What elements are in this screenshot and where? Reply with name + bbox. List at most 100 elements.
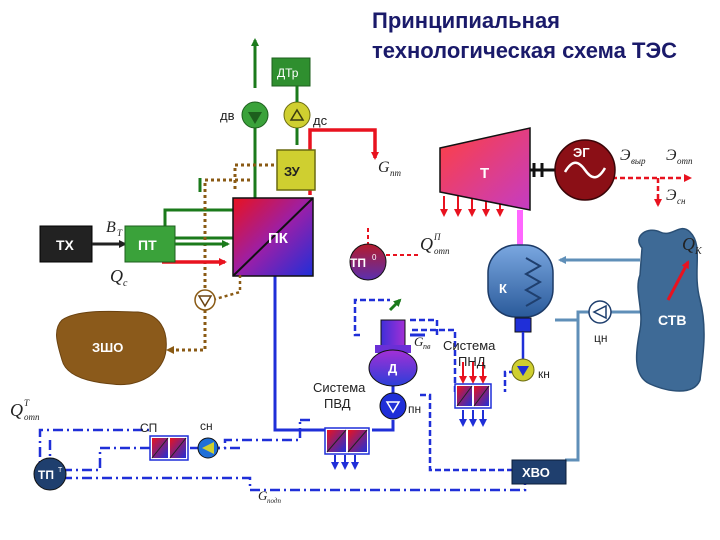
svg-text:G: G <box>258 488 268 503</box>
qk-arrow <box>666 260 690 301</box>
svg-text:выр: выр <box>631 156 646 166</box>
dtr-label: ДТр <box>277 66 299 80</box>
tpt-sup: Т <box>58 467 63 474</box>
zu-label: ЗУ <box>284 164 301 179</box>
high-pressure-heaters <box>324 427 370 455</box>
condensate-lines <box>353 298 525 472</box>
symbol-qp: Q П отп <box>420 232 450 256</box>
svg-text:Q: Q <box>420 234 433 254</box>
symbol-gpodp: G подп <box>258 488 281 505</box>
condenser: К <box>487 244 554 333</box>
kn-label: кн <box>538 367 550 381</box>
title-line-2: технологическая схема ТЭС <box>372 38 677 63</box>
pnd-label-1: Система <box>443 338 496 353</box>
ash-lines <box>166 163 280 354</box>
hvo-label: ХВО <box>522 465 550 480</box>
symbol-bt: B Т <box>106 219 123 238</box>
ds-label: дс <box>313 113 328 128</box>
symbol-gpv: G пв <box>414 334 431 351</box>
svg-text:Э: Э <box>666 147 677 164</box>
symbol-qs: Q с <box>110 266 128 289</box>
stv-label: СТВ <box>658 312 686 328</box>
smoke-exhauster <box>283 101 311 129</box>
water-treatment: ХВО <box>511 459 567 485</box>
steam-turbine: Т <box>439 127 531 211</box>
svg-text:подп: подп <box>267 497 281 505</box>
svg-text:Q: Q <box>110 266 123 286</box>
tpt-label: ТП <box>38 468 54 482</box>
svg-text:Т: Т <box>24 398 30 408</box>
ash-collector: ЗУ <box>276 149 316 191</box>
feed-pump <box>379 392 407 420</box>
t-label: Т <box>480 165 489 182</box>
pn-label: пн <box>408 402 421 416</box>
svg-text:Q: Q <box>10 400 23 420</box>
blower-fan <box>241 101 269 129</box>
ash-pump <box>194 289 216 311</box>
svg-text:пв: пв <box>423 342 431 351</box>
svg-text:Т: Т <box>117 228 123 238</box>
svg-text:сн: сн <box>677 196 686 206</box>
svg-text:Э: Э <box>666 187 677 204</box>
cn-label: цн <box>594 331 608 345</box>
generator-output <box>612 174 692 207</box>
svg-text:К: К <box>694 246 703 257</box>
drip-arrows <box>331 410 487 470</box>
pnd-label-2: ПНД <box>458 354 486 369</box>
deaerator: Д <box>368 319 418 387</box>
ash-dump <box>56 310 167 386</box>
svg-text:Q: Q <box>682 234 695 254</box>
circulation-pump <box>588 300 612 324</box>
svg-text:B: B <box>106 219 116 236</box>
low-pressure-heaters <box>454 383 492 409</box>
symbol-evyr: Э выр <box>620 147 646 166</box>
fuel-preparation: ПТ <box>124 225 176 263</box>
eg-label: ЭГ <box>573 145 590 160</box>
title-line-1: Принципиальная <box>372 8 560 33</box>
svg-text:с: с <box>123 278 128 289</box>
pvd-label-2: ПВД <box>324 396 351 411</box>
symbol-qk: Q К <box>682 234 703 257</box>
pvd-label-1: Система <box>313 380 366 395</box>
smoke-stack: ДТр <box>271 57 311 87</box>
svg-text:пт: пт <box>390 168 402 178</box>
sp-label: СП <box>140 421 157 435</box>
fuel-storage: ТХ <box>39 225 93 263</box>
svg-text:П: П <box>433 232 441 242</box>
k-label: К <box>499 281 507 296</box>
dv-label: дв <box>220 108 235 123</box>
pk-label: ПК <box>268 230 289 247</box>
tp0-lines <box>367 228 420 256</box>
steam-boiler: ПК <box>232 197 314 277</box>
symbol-qt: Q Т отп <box>10 398 40 422</box>
symbol-gpt: G пт <box>378 159 402 178</box>
svg-text:G: G <box>414 334 424 349</box>
symbol-eotp: Э отп <box>666 147 693 166</box>
d-label: Д <box>388 361 398 376</box>
boiler-to-ash-line <box>211 275 242 302</box>
electric-generator: ЭГ <box>554 139 616 201</box>
zsho-label: ЗШО <box>92 340 123 355</box>
symbol-esn: Э сн <box>666 187 686 206</box>
svg-text:Э: Э <box>620 147 631 164</box>
heat-consumer: ТП Т <box>33 457 67 491</box>
svg-text:отп: отп <box>434 246 450 256</box>
pt-label: ПТ <box>138 237 157 253</box>
process-steam-exchanger: ТП 0 <box>349 243 387 281</box>
network-heater <box>149 435 189 461</box>
cooling-water-lines <box>555 256 640 462</box>
svg-text:G: G <box>378 159 390 176</box>
svg-text:отп: отп <box>24 412 40 422</box>
svg-text:отп: отп <box>677 156 693 166</box>
pnd-steam-in <box>459 362 487 384</box>
tp0-label: ТП <box>350 256 366 270</box>
network-pump <box>197 437 219 459</box>
cooling-water-source <box>635 227 705 392</box>
turbine-extractions <box>440 196 504 217</box>
tx-label: ТХ <box>56 237 75 253</box>
condensate-pump <box>511 358 535 382</box>
sn-label: сн <box>200 419 213 433</box>
tp0-sup: 0 <box>372 253 377 262</box>
